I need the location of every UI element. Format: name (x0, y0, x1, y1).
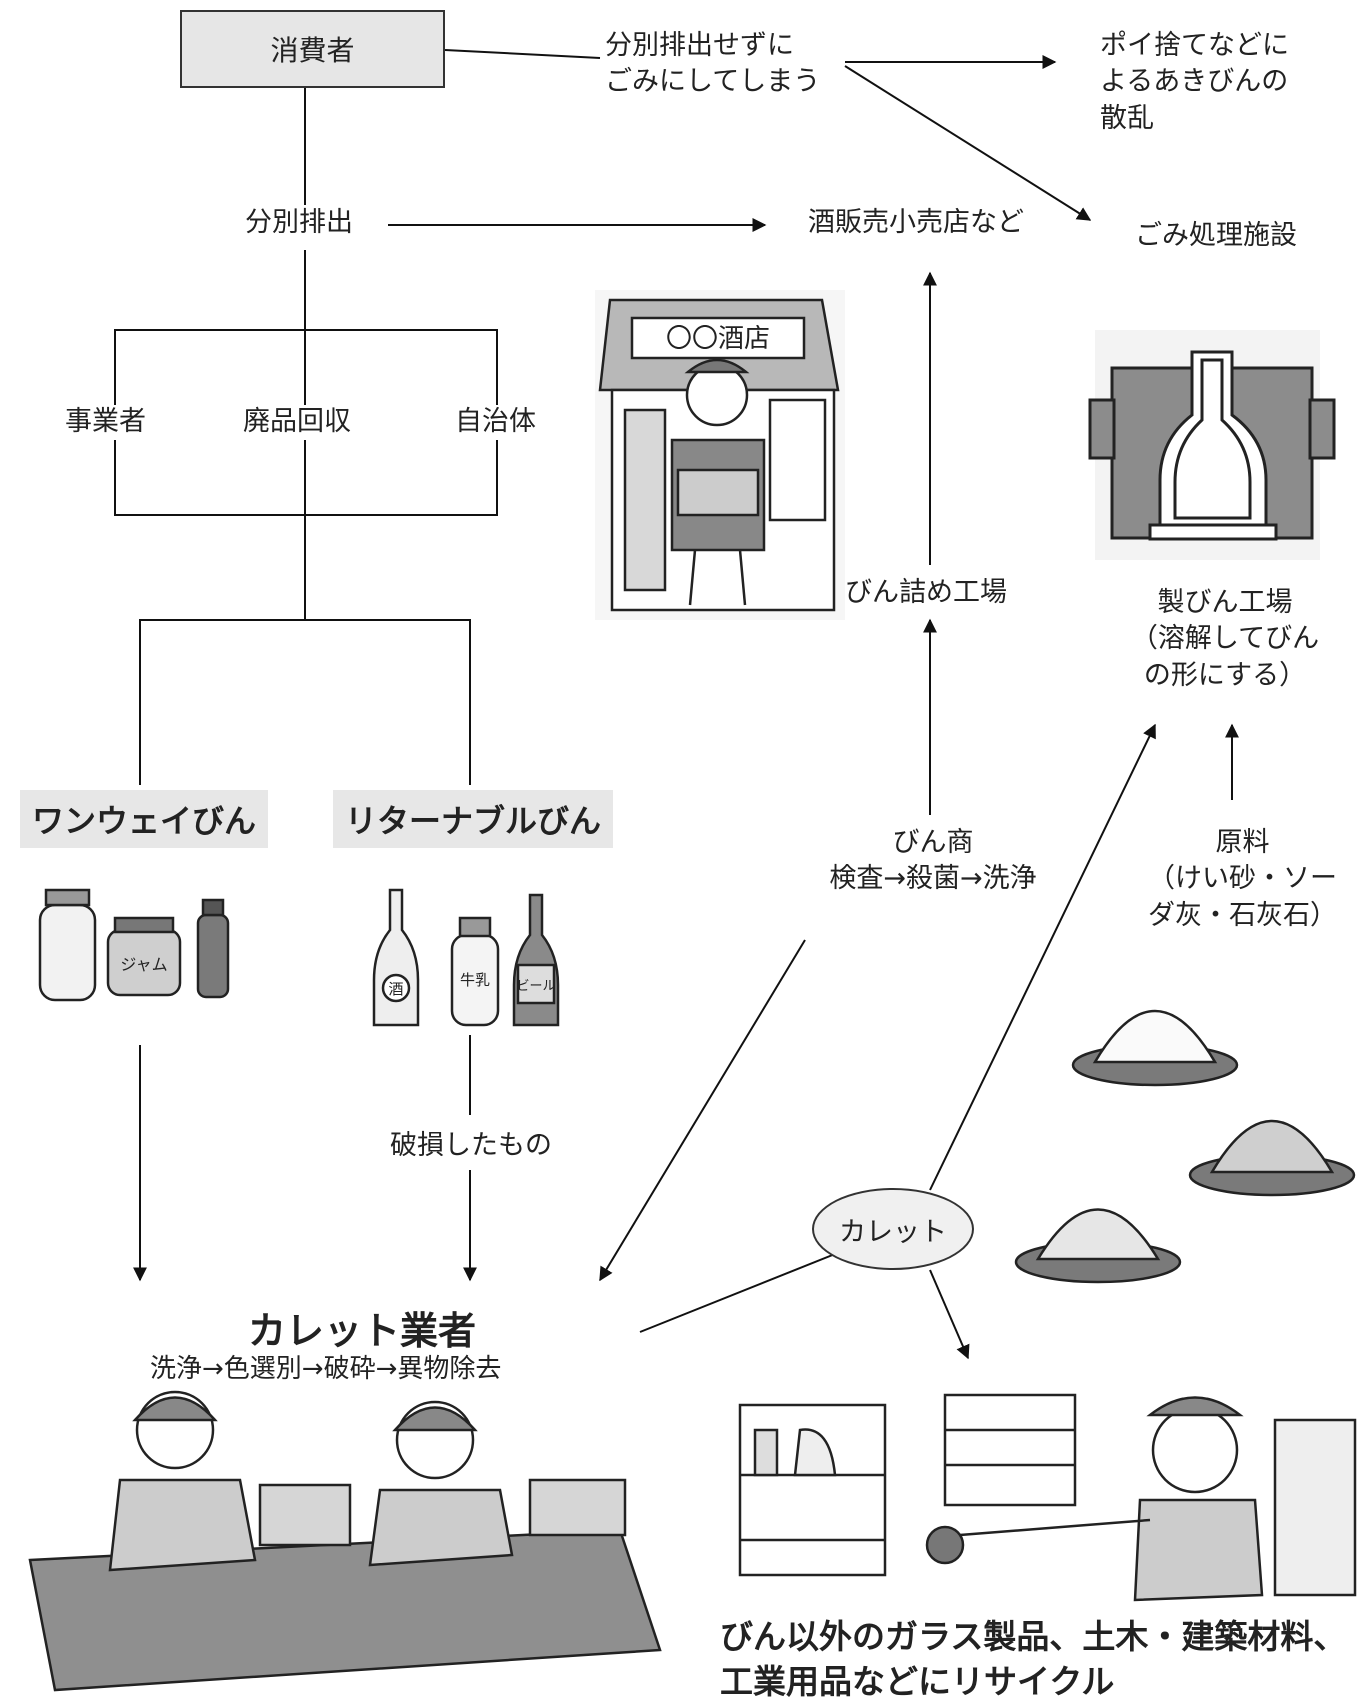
litter-line3: 散乱 (1100, 102, 1154, 134)
waste-facility-label: ごみ処理施設 (1135, 220, 1297, 251)
glass-products-illustration (738, 1393, 1357, 1602)
footer-line2: 工業用品などにリサイクル (720, 1661, 1115, 1701)
bottle-dealer-label: びん商 検査→殺菌→洗浄 (818, 825, 1048, 898)
returnable-label-beer: ビール (516, 979, 555, 994)
bottle-dealer-line2: 検査→殺菌→洗浄 (829, 863, 1037, 895)
edge-nosort-waste (844, 65, 1092, 221)
litter-line1: ポイ捨てなどに (1100, 30, 1289, 61)
cullet-company-process: 洗浄→色選別→破砕→異物除去 (150, 1354, 502, 1384)
no-sort-label: 分別排出せずに ごみにしてしまう (605, 28, 820, 101)
bottle-factory-line2: （溶解してびん (1130, 623, 1320, 655)
oneway-bottle-tag: ワンウェイびん (20, 790, 269, 848)
raw-materials-line1: 原料 (1215, 827, 1270, 858)
edge-cullet-products (929, 1269, 970, 1360)
litter-line2: よるあきびんの (1100, 66, 1289, 98)
cullet-workers-illustration (28, 1390, 662, 1692)
bottle-factory-line1: 製びん工場 (1157, 587, 1293, 618)
bottle-dealer-line1: びん商 (892, 827, 974, 858)
footer-line1: びん以外のガラス製品、土木・建築材料、 (720, 1617, 1347, 1656)
oneway-bottles (38, 888, 230, 1002)
liquor-store-illustration (595, 290, 845, 620)
cullet-node: カレット (812, 1188, 974, 1270)
consumer-node: 消費者 (180, 10, 445, 88)
broken-label: 破損したもの (390, 1130, 552, 1161)
raw-materials-label: 原料 （けい砂・ソー ダ灰・石灰石） (1135, 825, 1350, 934)
liquor-store-label: 酒販売小売店など (808, 207, 1024, 238)
raw-materials-line3: ダ灰・石灰石） (1148, 899, 1337, 931)
no-sort-line1: 分別排出せずに (605, 30, 794, 61)
recycle-footer: びん以外のガラス製品、土木・建築材料、 工業用品などにリサイクル (720, 1615, 1360, 1704)
bottling-plant-label: びん詰め工場 (845, 577, 1007, 608)
raw-materials-line2: （けい砂・ソー (1148, 863, 1337, 895)
cullet-company-title: カレット業者 (248, 1309, 477, 1353)
returnable-bottles (372, 888, 560, 1027)
sorted-discharge-label: 分別排出 (245, 207, 353, 238)
business-label: 事業者 (65, 406, 146, 437)
municipality-label: 自治体 (455, 406, 536, 437)
returnable-label-milk: 牛乳 (460, 971, 490, 989)
bottle-factory-label: 製びん工場 （溶解してびん の形にする） (1130, 585, 1320, 694)
litter-label: ポイ捨てなどに よるあきびんの 散乱 (1100, 28, 1289, 137)
bracket-top (114, 329, 498, 405)
bottle-mold-illustration (1088, 330, 1336, 560)
split-bracket (139, 619, 471, 785)
scrap-collection-label: 廃品回収 (243, 406, 351, 437)
jam-label: ジャム (120, 955, 167, 974)
edge-consumer-nosort (444, 49, 601, 59)
edge-cullet-factory (929, 723, 1156, 1191)
returnable-label-sake: 酒 (388, 980, 403, 998)
returnable-bottle-tag: リターナブルびん (333, 790, 614, 848)
raw-material-piles (1014, 1009, 1356, 1284)
store-sign-text: 〇〇酒店 (666, 324, 770, 354)
bottle-factory-line3: の形にする） (1143, 659, 1307, 691)
edge-culletco-cullet (639, 1246, 852, 1333)
no-sort-line2: ごみにしてしまう (605, 66, 821, 98)
edge-dealer-culletco (599, 939, 806, 1282)
